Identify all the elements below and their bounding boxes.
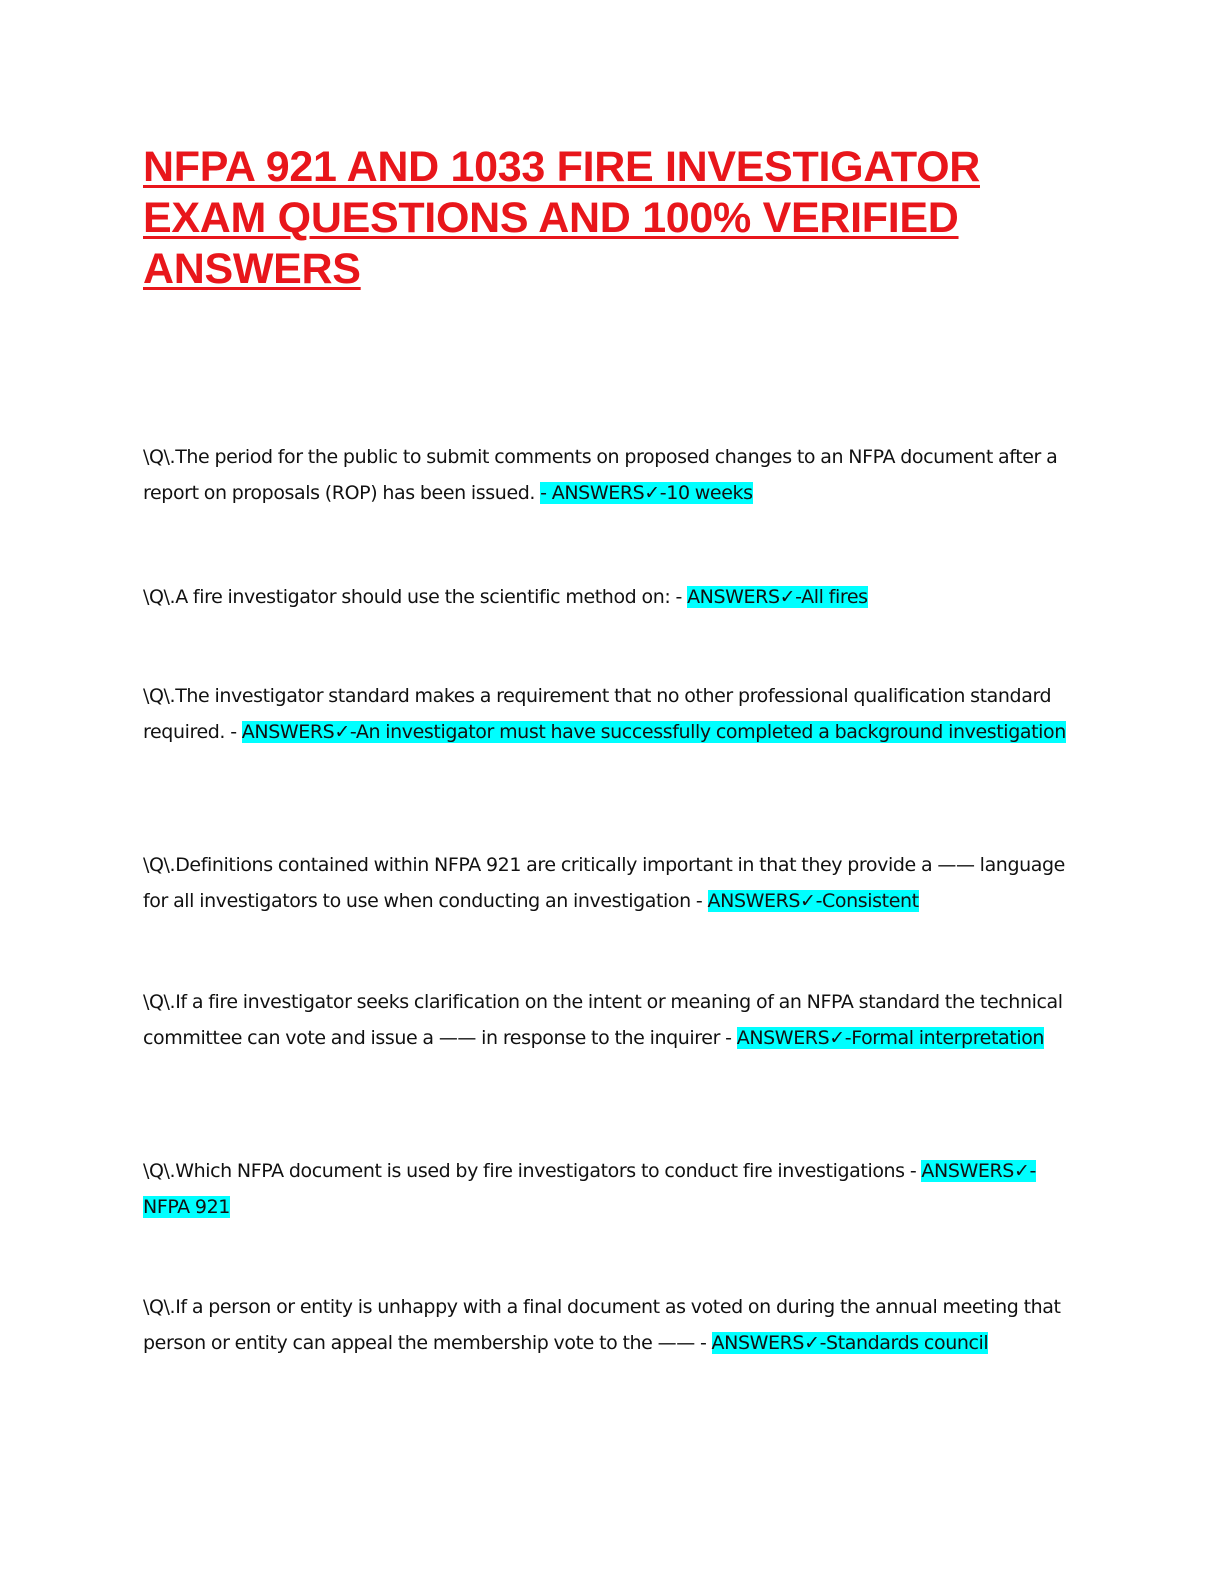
question-text: \Q\.The investigator standard makes a re… [143,685,1052,743]
qa-item-6: \Q\.Which NFPA document is used by fire … [143,1153,1073,1225]
qa-item-5: \Q\.If a fire investigator seeks clarifi… [143,984,1073,1056]
question-text: \Q\.The period for the public to submit … [143,446,1058,504]
answer-highlight: ANSWERS✓-An investigator must have succe… [241,721,1066,743]
question-text: \Q\.If a fire investigator seeks clarifi… [143,991,1063,1049]
question-text: \Q\.If a person or entity is unhappy wit… [143,1296,1061,1354]
qa-item-4: \Q\.Definitions contained within NFPA 92… [143,847,1073,919]
qa-item-3: \Q\.The investigator standard makes a re… [143,678,1073,750]
question-text: \Q\.Definitions contained within NFPA 92… [143,854,1065,912]
answer-highlight: ANSWERS✓-All fires [687,586,868,608]
answer-highlight: - ANSWERS✓-10 weeks [540,482,753,504]
answer-highlight: ANSWERS✓-Formal interpretation [736,1027,1045,1049]
question-text: \Q\.A fire investigator should use the s… [143,586,688,608]
answer-highlight: ANSWERS✓-Standards council [711,1332,989,1354]
qa-item-7: \Q\.If a person or entity is unhappy wit… [143,1289,1073,1361]
answer-highlight: ANSWERS✓-Consistent [707,890,919,912]
qa-item-1: \Q\.The period for the public to submit … [143,439,1073,511]
question-text: \Q\.Which NFPA document is used by fire … [143,1160,922,1182]
qa-item-2: \Q\.A fire investigator should use the s… [143,579,1073,615]
document-title: NFPA 921 AND 1033 FIRE INVESTIGATOR EXAM… [143,143,980,293]
